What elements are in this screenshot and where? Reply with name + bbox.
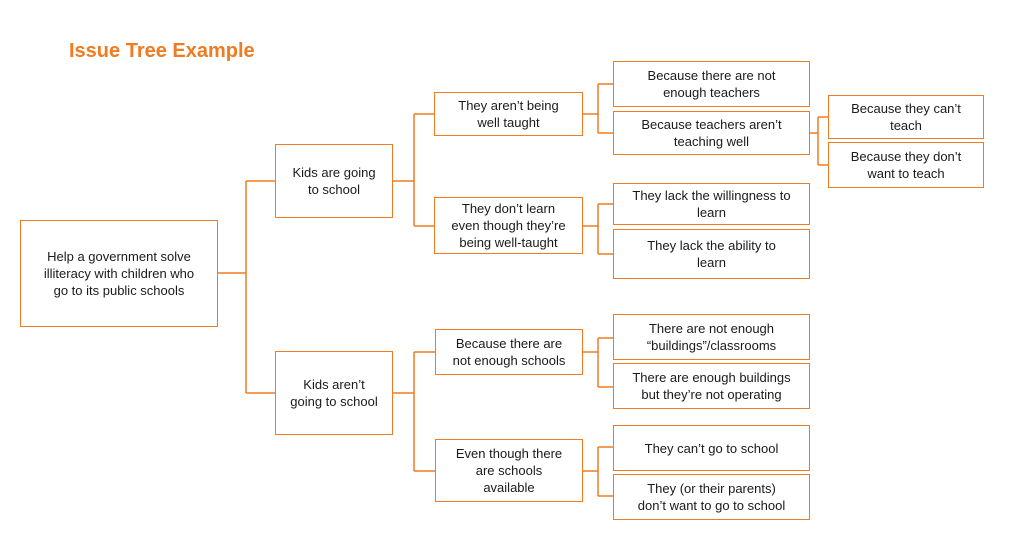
node-dont-learn: They don’t learn even though they’re bei… [434, 197, 583, 254]
node-kids-not-going: Kids aren’t going to school [275, 351, 393, 435]
node-schools-available: Even though there are schools available [435, 439, 583, 502]
node-cant-teach: Because they can’t teach [828, 95, 984, 139]
node-root: Help a government solve illiteracy with … [20, 220, 218, 327]
diagram-title: Issue Tree Example [69, 40, 255, 62]
node-teachers-not-teaching: Because teachers aren’t teaching well [613, 111, 810, 155]
connector-not-enough-schools [583, 337, 613, 388]
node-lack-ability: They lack the ability to learn [613, 229, 810, 279]
connector-schools-available [583, 446, 613, 497]
node-not-enough-teachers: Because there are not enough teachers [613, 61, 810, 107]
node-not-well-taught: They aren’t being well taught [434, 92, 583, 136]
connector-not-well-taught [583, 83, 613, 134]
connector-kids-not-going [393, 351, 435, 472]
node-lack-willingness: They lack the willingness to learn [613, 183, 810, 225]
connector-teachers-not-teaching [810, 116, 828, 166]
connector-root [218, 180, 275, 394]
node-cant-go: They can’t go to school [613, 425, 810, 471]
node-kids-going: Kids are going to school [275, 144, 393, 218]
connector-kids-going [393, 113, 434, 227]
node-dont-want-teach: Because they don’t want to teach [828, 142, 984, 188]
node-buildings-not-operating: There are enough buildings but they’re n… [613, 363, 810, 409]
node-dont-want-go: They (or their parents) don’t want to go… [613, 474, 810, 520]
connector-dont-learn [583, 203, 613, 255]
node-not-enough-buildings: There are not enough “buildings”/classro… [613, 314, 810, 360]
node-not-enough-schools: Because there are not enough schools [435, 329, 583, 375]
